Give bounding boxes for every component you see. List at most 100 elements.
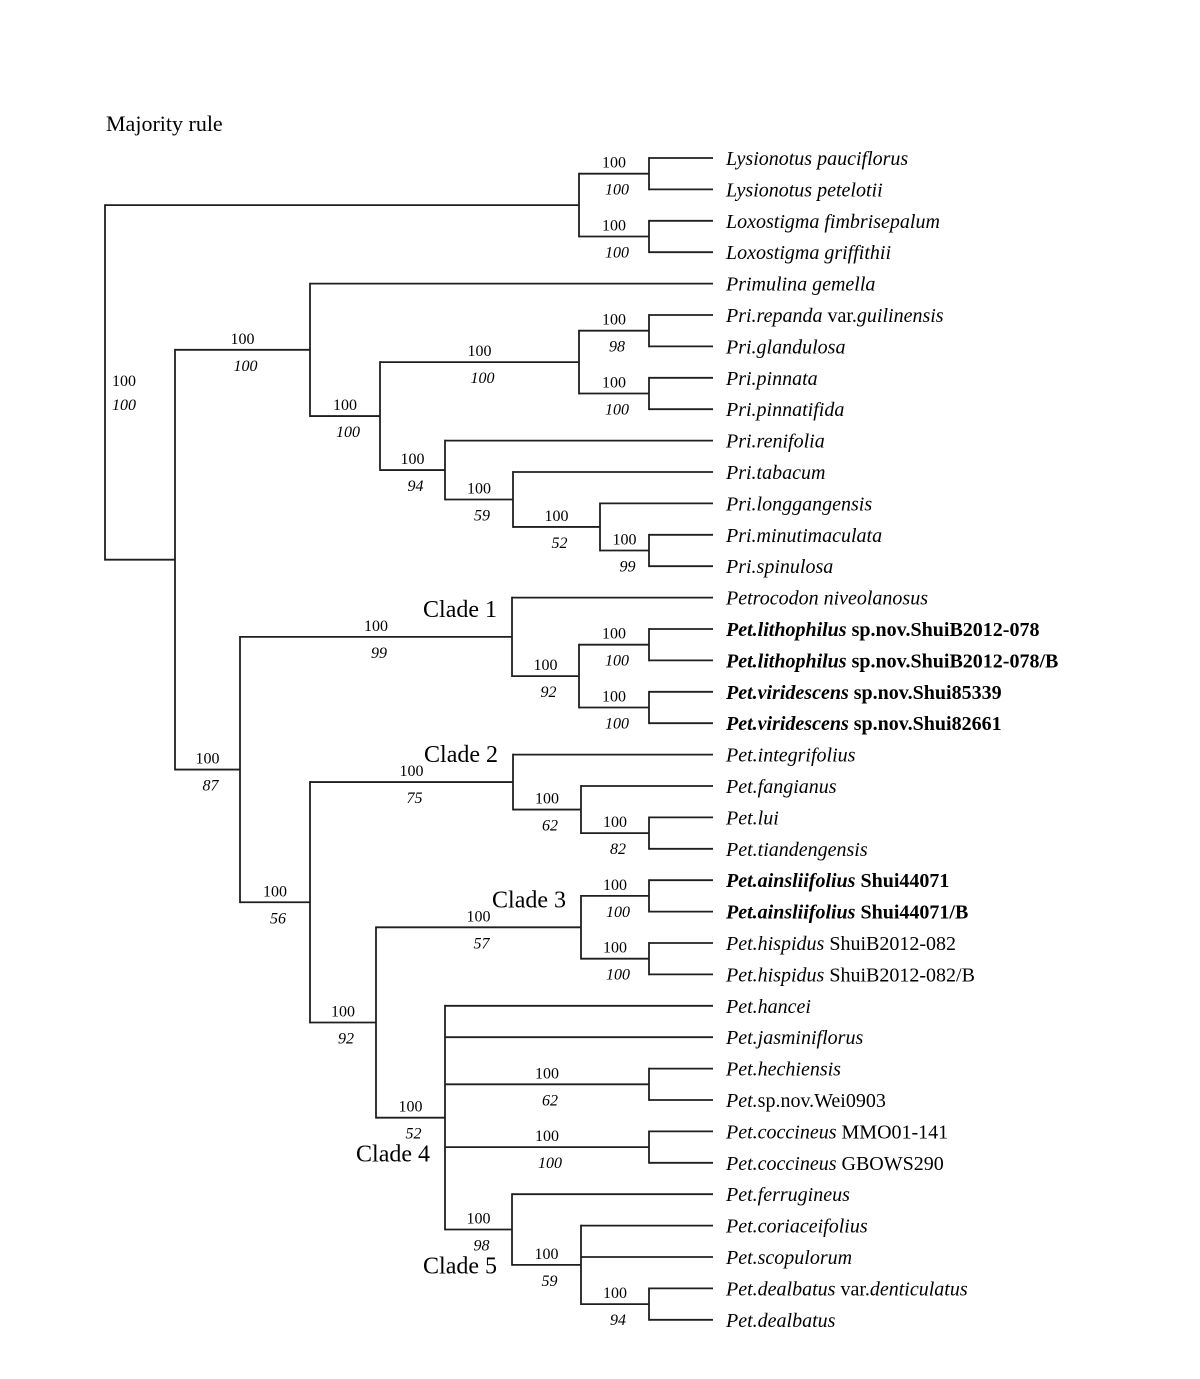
support-value-bottom: 100 xyxy=(112,397,136,414)
support-value-top: 100 xyxy=(603,1285,627,1302)
support-value-bottom: 100 xyxy=(336,424,360,441)
taxon-label: Petrocodon niveolanosus xyxy=(725,588,928,610)
support-value-bottom: 75 xyxy=(407,790,423,807)
taxon-label: Loxostigma fimbrisepalum xyxy=(725,211,940,233)
clade-label: Clade 3 xyxy=(492,887,566,913)
support-value-top: 100 xyxy=(535,791,559,808)
taxon-label: Pet.fangianus xyxy=(725,776,837,798)
taxon-label: Pet.ainsliifolius Shui44071 xyxy=(725,870,949,892)
support-value-top: 100 xyxy=(603,877,627,894)
taxon-label: Pet.viridescens sp.nov.Shui85339 xyxy=(725,682,1002,704)
support-value-top: 100 xyxy=(333,397,357,414)
taxon-label: Pri.tabacum xyxy=(725,462,825,484)
taxon-label: Pet.dealbatus xyxy=(725,1310,836,1332)
support-value-top: 100 xyxy=(534,657,558,674)
support-value-top: 100 xyxy=(399,1099,423,1116)
support-value-bottom: 59 xyxy=(474,507,490,524)
taxon-label: Loxostigma griffithii xyxy=(725,242,891,264)
support-value-bottom: 100 xyxy=(606,904,630,921)
support-value-bottom: 56 xyxy=(270,910,286,927)
support-value-top: 100 xyxy=(196,751,220,768)
support-value-top: 100 xyxy=(602,626,626,643)
taxon-label: Pet.coccineus MMO01-141 xyxy=(725,1121,948,1143)
support-value-bottom: 100 xyxy=(234,358,258,375)
taxon-label: Pet.lithophilus sp.nov.ShuiB2012-078/B xyxy=(725,650,1058,672)
support-value-top: 100 xyxy=(602,312,626,329)
taxon-label: Pet.hechiensis xyxy=(725,1059,841,1081)
support-value-bottom: 62 xyxy=(542,818,558,835)
support-value-bottom: 82 xyxy=(610,841,626,858)
taxon-label: Pet.coriaceifolius xyxy=(725,1216,868,1238)
taxon-label: Pet.jasminiflorus xyxy=(725,1027,863,1049)
taxon-label: Lysionotus pauciflorus xyxy=(725,148,908,170)
support-value-top: 100 xyxy=(535,1065,559,1082)
taxon-label: Pri.pinnatifida xyxy=(725,399,844,421)
taxon-label: Pri.glandulosa xyxy=(725,336,845,358)
taxon-label: Pet.lui xyxy=(725,807,779,829)
taxon-label: Pri.pinnata xyxy=(725,368,818,390)
support-value-bottom: 62 xyxy=(542,1092,558,1109)
support-value-bottom: 98 xyxy=(474,1238,490,1255)
support-value-bottom: 87 xyxy=(203,778,220,795)
clade-label: Clade 2 xyxy=(424,742,498,768)
taxon-label: Pet.scopulorum xyxy=(725,1247,852,1269)
taxon-label: Pet.integrifolius xyxy=(725,745,856,767)
support-value-bottom: 99 xyxy=(371,645,387,662)
support-value-top: 100 xyxy=(603,814,627,831)
taxon-label: Pet.hancei xyxy=(725,996,811,1018)
support-value-bottom: 100 xyxy=(605,245,629,262)
clade-label: Clade 4 xyxy=(356,1142,430,1168)
taxon-label: Pri.renifolia xyxy=(725,431,825,453)
support-value-top: 100 xyxy=(112,373,136,390)
support-value-bottom: 100 xyxy=(605,402,629,419)
support-value-bottom: 57 xyxy=(474,935,491,952)
support-value-bottom: 52 xyxy=(406,1126,422,1143)
support-value-bottom: 99 xyxy=(620,559,636,576)
taxon-label: Pet.viridescens sp.nov.Shui82661 xyxy=(725,713,1002,735)
support-value-bottom: 92 xyxy=(338,1030,354,1047)
support-value-bottom: 100 xyxy=(606,967,630,984)
support-value-top: 100 xyxy=(613,532,637,549)
support-value-top: 100 xyxy=(467,480,491,497)
support-value-bottom: 100 xyxy=(471,370,495,387)
taxon-label: Lysionotus petelotii xyxy=(725,179,883,201)
support-value-top: 100 xyxy=(468,343,492,360)
support-value-bottom: 100 xyxy=(605,653,629,670)
support-value-top: 100 xyxy=(602,218,626,235)
taxon-label: Pet.lithophilus sp.nov.ShuiB2012-078 xyxy=(725,619,1039,641)
taxon-label: Pet.dealbatus var.denticulatus xyxy=(725,1278,968,1300)
clade-label: Clade 1 xyxy=(423,597,497,623)
support-value-top: 100 xyxy=(331,1003,355,1020)
support-value-bottom: 92 xyxy=(541,684,557,701)
taxon-label: Primulina gemella xyxy=(725,274,875,296)
taxon-label: Pri.repanda var.guilinensis xyxy=(725,305,944,327)
support-value-top: 100 xyxy=(602,689,626,706)
taxon-label: Pet.coccineus GBOWS290 xyxy=(725,1153,944,1175)
taxon-label: Pet.ainsliifolius Shui44071/B xyxy=(725,902,968,924)
support-value-top: 100 xyxy=(263,883,287,900)
support-value-top: 100 xyxy=(401,451,425,468)
support-value-bottom: 100 xyxy=(605,716,629,733)
support-value-bottom: 98 xyxy=(609,339,625,356)
taxon-label: Pet.sp.nov.Wei0903 xyxy=(725,1090,886,1112)
support-value-top: 100 xyxy=(400,763,424,780)
support-value-bottom: 100 xyxy=(538,1155,562,1172)
support-value-bottom: 100 xyxy=(605,182,629,199)
taxon-label: Pet.tiandengensis xyxy=(725,839,868,861)
support-value-top: 100 xyxy=(535,1246,559,1263)
support-value-top: 100 xyxy=(467,1211,491,1228)
support-value-top: 100 xyxy=(602,155,626,172)
taxon-label: Pet.ferrugineus xyxy=(725,1184,850,1206)
figure-title: Majority rule xyxy=(106,111,223,136)
support-value-top: 100 xyxy=(364,618,388,635)
support-value-top: 100 xyxy=(602,375,626,392)
support-value-top: 100 xyxy=(545,508,569,525)
taxon-label: Pri.longgangensis xyxy=(725,493,872,515)
support-value-top: 100 xyxy=(603,940,627,957)
support-value-top: 100 xyxy=(467,908,491,925)
support-value-top: 100 xyxy=(535,1128,559,1145)
support-value-bottom: 52 xyxy=(552,535,568,552)
clade-label: Clade 5 xyxy=(423,1254,497,1280)
